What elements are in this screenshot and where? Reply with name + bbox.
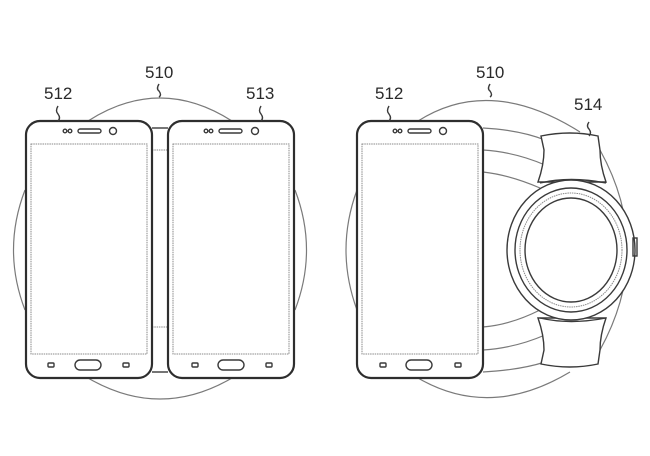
label-514: 514 — [574, 95, 602, 114]
phone-512-right — [355, 119, 485, 380]
right-panel: 512 510 514 — [345, 63, 638, 399]
leader-512-left — [55, 105, 61, 122]
label-510-right: 510 — [476, 63, 504, 82]
smartwatch-514 — [506, 121, 638, 368]
phone-512-left — [24, 119, 154, 380]
phone-513 — [166, 119, 296, 380]
label-510-left: 510 — [145, 63, 173, 82]
label-513: 513 — [246, 84, 274, 103]
label-512-left: 512 — [44, 84, 72, 103]
leader-510-left — [156, 83, 162, 98]
left-panel: 512 510 513 — [12, 63, 308, 400]
label-512-right: 512 — [375, 84, 403, 103]
leader-514 — [586, 121, 592, 137]
charging-pad-left — [12, 97, 308, 400]
leader-513 — [258, 105, 264, 122]
leader-510-right — [487, 83, 493, 98]
leader-512-right — [386, 105, 392, 122]
